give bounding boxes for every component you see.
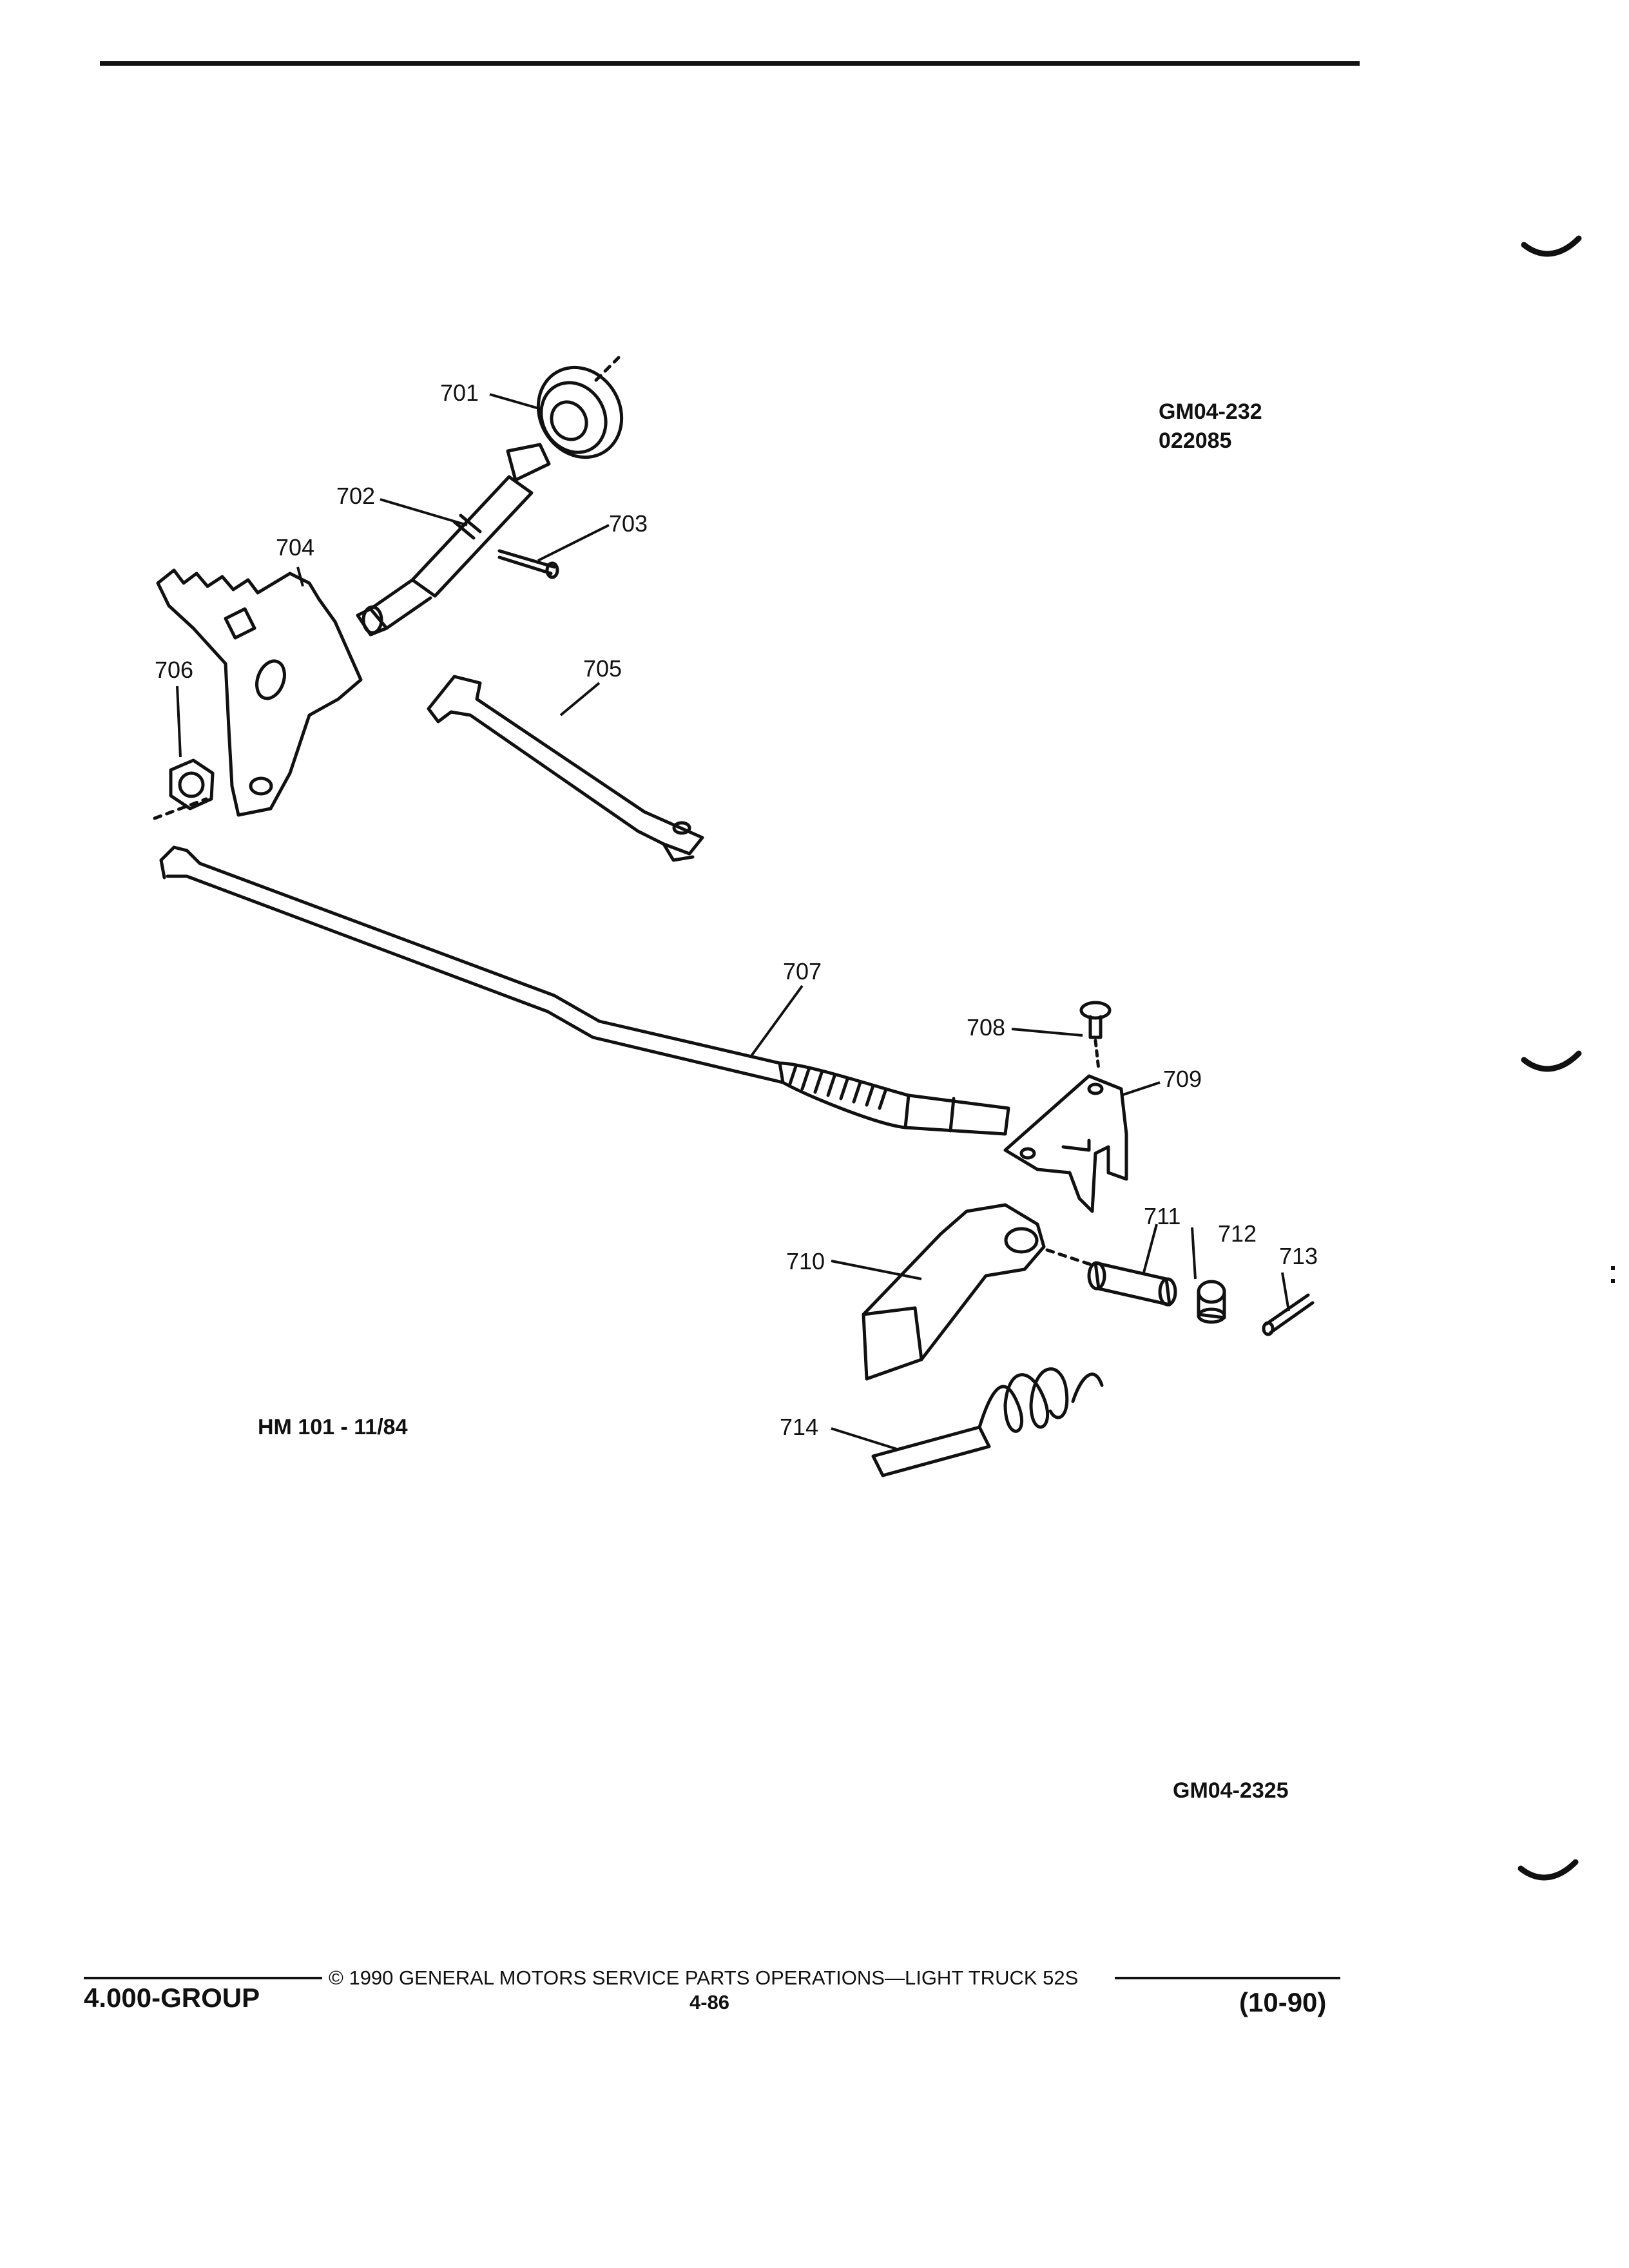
footer-rule-left	[84, 1977, 322, 1979]
callout-703: 703	[609, 510, 648, 537]
artwork-code: HM 101 - 11/84	[258, 1415, 408, 1439]
bolt-708	[1079, 1001, 1112, 1072]
callout-712: 712	[1218, 1220, 1257, 1247]
nut-706	[153, 758, 215, 820]
footer-copyright: © 1990 GENERAL MOTORS SERVICE PARTS OPER…	[329, 1966, 1079, 1989]
sector-lever-704	[156, 568, 363, 817]
callout-711: 711	[1144, 1203, 1181, 1229]
footer-rule-right	[1115, 1977, 1340, 1979]
binder-mark-1	[1521, 235, 1582, 257]
callout-705: 705	[583, 655, 622, 682]
binder-mark-3	[1518, 1859, 1579, 1881]
bracket-709	[1003, 1074, 1128, 1213]
footer-page-number: 4-86	[689, 1991, 730, 2013]
bracket-arm-705	[427, 675, 704, 862]
bushing-712	[1197, 1280, 1226, 1324]
footer-group: 4.000-GROUP	[84, 1983, 260, 2013]
callout-704: 704	[276, 534, 315, 561]
callout-709: 709	[1163, 1066, 1202, 1092]
rod-707	[159, 845, 1010, 1136]
callout-714: 714	[780, 1414, 819, 1440]
margin-dot-2	[1611, 1279, 1615, 1283]
spring-714	[871, 1367, 1104, 1477]
binder-mark-2	[1521, 1050, 1582, 1072]
top-ref-code: GM04-232	[1159, 399, 1262, 424]
top-ref-date: 022085	[1159, 428, 1232, 453]
callout-707: 707	[783, 958, 822, 985]
callout-713: 713	[1279, 1243, 1318, 1269]
arm-710	[862, 1203, 1097, 1381]
pin-713	[1262, 1293, 1315, 1336]
callout-710: 710	[786, 1248, 825, 1274]
pin-711	[1087, 1261, 1177, 1307]
bearing-701	[536, 356, 624, 459]
callout-708: 708	[967, 1014, 1006, 1041]
callout-702: 702	[336, 483, 376, 509]
bottom-ref-code: GM04-2325	[1173, 1778, 1289, 1803]
top-rule	[100, 61, 1360, 66]
footer-revision: (10-90)	[1239, 1987, 1327, 2017]
leader-lines	[176, 393, 1290, 1451]
margin-dot-1	[1611, 1266, 1615, 1270]
pin-703	[497, 549, 559, 579]
shaft-702	[356, 443, 551, 637]
callout-701: 701	[440, 380, 479, 406]
callout-706: 706	[155, 657, 194, 683]
